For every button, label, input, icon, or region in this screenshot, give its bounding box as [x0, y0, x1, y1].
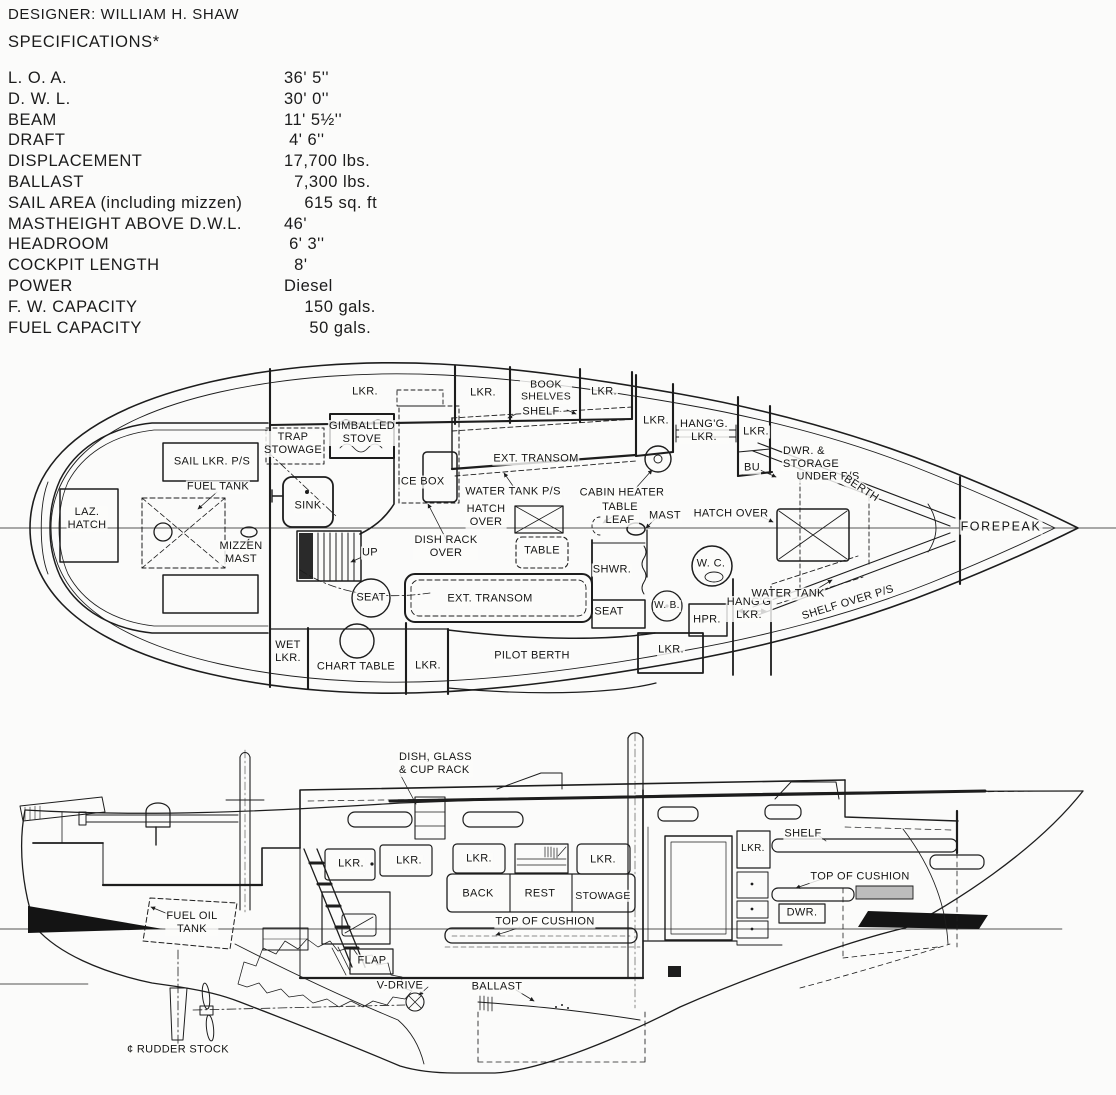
profile-label-rest: REST: [523, 887, 557, 901]
plan-label-water-tank-ps: WATER TANK P/S: [464, 485, 562, 499]
plan-label-trap-stowage: TRAP STOWAGE: [262, 431, 324, 457]
spec-row: COCKPIT LENGTH 8': [8, 256, 308, 275]
plan-label-bu: BU: [743, 461, 761, 475]
spec-row: MASTHEIGHT ABOVE D.W.L.46': [8, 214, 308, 233]
plan-label-laz-hatch: LAZ. HATCH: [66, 506, 108, 532]
profile-label-lkr-saloon-2: LKR.: [589, 853, 617, 867]
spec-row: D. W. L.30' 0'': [8, 89, 330, 108]
profile-label-lkr-aft-1: LKR.: [337, 857, 365, 871]
plan-label-forepeak: FOREPEAK: [959, 519, 1043, 535]
plan-label-table-leaf: TABLE LEAF: [601, 501, 639, 527]
plan-label-ice-box: ICE BOX: [396, 475, 446, 489]
plan-label-wb: W. B.: [653, 600, 681, 612]
spec-row: SAIL AREA (including mizzen) 615 sq. ft: [8, 193, 378, 212]
plan-label-lkr-stbd-2: LKR.: [742, 425, 770, 439]
spec-row: FUEL CAPACITY 50 gals.: [8, 318, 372, 337]
profile-label-top-of-cushion-main: TOP OF CUSHION: [494, 915, 596, 929]
profile-label-rudder-stock: ¢ RUDDER STOCK: [126, 1043, 230, 1057]
spec-row: L. O. A.36' 5'': [8, 69, 330, 87]
spec-row: BALLAST 7,300 lbs.: [8, 172, 371, 191]
profile-label-lkr-saloon-1: LKR.: [465, 852, 493, 866]
plan-label-fuel-tank: FUEL TANK: [185, 480, 251, 494]
plan-label-lkr-chart: LKR.: [414, 659, 442, 673]
plan-label-book-shelves: BOOK SHELVES: [519, 378, 573, 404]
plan-label-seat-stbd: SEAT: [593, 605, 625, 619]
plan-label-lkr-aft-head: LKR.: [657, 643, 685, 657]
plan-label-table: TABLE: [523, 544, 561, 558]
profile-label-lkr-aft-2: LKR.: [395, 854, 423, 868]
specifications-title: SPECIFICATIONS*: [8, 33, 160, 51]
spec-row: DRAFT 4' 6'': [8, 131, 325, 150]
profile-label-dwr: DWR.: [785, 906, 819, 920]
plan-label-water-tank: WATER TANK: [750, 587, 826, 601]
plan-label-hatch-over-fwd: HATCH OVER: [692, 507, 770, 521]
plan-label-sail-lkr: SAIL LKR. P/S: [172, 455, 252, 469]
plan-label-shelf-top: SHELF: [521, 405, 561, 419]
profile-label-shelf: SHELF: [783, 827, 823, 841]
plan-label-wet-lkr: WET LKR.: [274, 639, 302, 665]
plan-label-up: UP: [361, 546, 379, 560]
spec-row: F. W. CAPACITY 150 gals.: [8, 297, 376, 316]
plan-label-lkr-galley-top: LKR.: [351, 385, 379, 399]
plan-label-hpr: HPR.: [692, 613, 722, 627]
plan-label-wc: W. C.: [695, 557, 727, 571]
profile-label-flap: FLAP: [356, 954, 388, 968]
profile-label-back: BACK: [461, 887, 495, 901]
profile-label-top-of-cushion-fwd: TOP OF CUSHION: [809, 870, 911, 884]
designer-line: DESIGNER: WILLIAM H. SHAW: [8, 6, 240, 23]
plan-label-lkr-stbd-1: LKR.: [642, 414, 670, 428]
profile-label-dish-glass-rack: DISH, GLASS & CUP RACK: [398, 751, 473, 777]
profile-label-stowage: STOWAGE: [574, 889, 632, 903]
plan-label-shwr: SHWR.: [591, 563, 633, 577]
profile-label-ballast: BALLAST: [470, 980, 524, 994]
plan-label-pilot-berth: PILOT BERTH: [493, 649, 571, 663]
plan-label-dwr-storage: DWR. & STORAGE: [782, 445, 841, 471]
profile-label-v-drive: V-DRIVE: [375, 979, 425, 993]
plan-label-seat-port: SEAT: [355, 591, 387, 605]
plan-label-dish-rack-over: DISH RACK OVER: [413, 534, 479, 560]
spec-row: HEADROOM 6' 3'': [8, 235, 325, 254]
plan-label-sink: SINK: [293, 499, 323, 513]
plan-label-mast: MAST: [648, 509, 682, 523]
plan-label-ext-transom-stbd: EXT. TRANSOM: [492, 452, 580, 466]
profile-drawing: [0, 733, 1083, 1073]
plan-label-gimballed-stove: GIMBALLED STOVE: [327, 420, 397, 446]
plan-label-lkr-top-3: LKR.: [590, 385, 618, 399]
plan-label-lkr-top-2: LKR.: [469, 386, 497, 400]
profile-label-fuel-oil-tank: FUEL OIL TANK: [165, 910, 219, 936]
plan-label-ext-transom-port: EXT. TRANSOM: [446, 592, 534, 606]
plan-label-mizzen-mast: MIZZEN MAST: [218, 540, 264, 566]
profile-label-lkr-head: LKR.: [740, 843, 766, 855]
plan-label-hatch-over-mid: HATCH OVER: [465, 503, 507, 529]
plan-label-cabin-heater: CABIN HEATER: [578, 486, 666, 500]
plan-label-hangg-lkr-fwd: HANG'G. LKR.: [679, 418, 729, 444]
plan-label-chart-table: CHART TABLE: [315, 660, 397, 674]
